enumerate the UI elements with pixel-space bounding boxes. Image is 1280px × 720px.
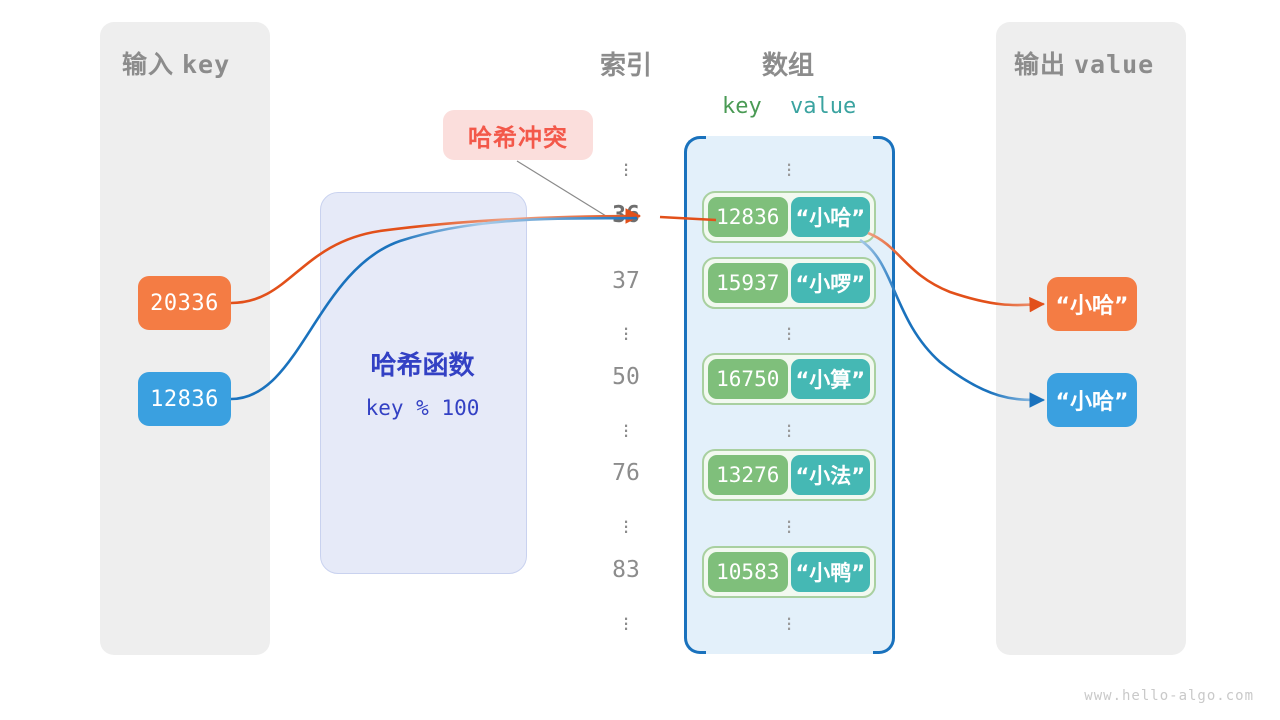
key-column-header: key: [722, 94, 762, 119]
array-ellipsis: ...: [785, 503, 793, 538]
array-bracket-left: [684, 136, 706, 654]
index-column-header: 索引: [599, 50, 652, 80]
entry-key: 16750: [708, 359, 788, 399]
output-panel-title-cjk: 输出: [1014, 51, 1067, 79]
output-value-pill[interactable]: “小哈”: [1047, 277, 1137, 331]
array-entry[interactable]: 15937“小啰”: [702, 257, 876, 309]
input-panel-title: 输入 key: [122, 45, 230, 81]
input-key-pill[interactable]: 12836: [138, 372, 231, 426]
entry-key: 13276: [708, 455, 788, 495]
array-bracket-right: [873, 136, 895, 654]
output-panel-title-mono: value: [1073, 50, 1155, 79]
entry-value: “小哈”: [790, 197, 870, 237]
array-entry[interactable]: 12836“小哈”: [702, 191, 876, 243]
index-ellipsis: ...: [622, 310, 630, 345]
array-entry[interactable]: 16750“小算”: [702, 353, 876, 405]
hash-function-formula: key % 100: [365, 396, 480, 420]
entry-value: “小法”: [790, 455, 870, 495]
entry-key: 15937: [708, 263, 788, 303]
watermark: www.hello-algo.com: [1084, 688, 1254, 704]
array-ellipsis: ...: [785, 310, 793, 345]
hash-function-title: 哈希函数: [370, 350, 475, 380]
array-ellipsis: ...: [785, 407, 793, 442]
input-panel-title-mono: key: [181, 50, 231, 79]
index-ellipsis: ...: [622, 503, 630, 538]
array-ellipsis: ...: [785, 600, 793, 635]
index-label-83: 83: [612, 557, 640, 583]
array-ellipsis: ...: [785, 146, 793, 181]
output-panel-title: 输出 value: [1014, 45, 1154, 81]
index-label-37: 37: [612, 268, 640, 294]
index-label-50: 50: [612, 364, 640, 390]
index-label-36: 36: [612, 202, 640, 228]
array-column-header: 数组: [761, 50, 814, 80]
input-panel-title-cjk: 输入: [122, 51, 175, 79]
index-ellipsis: ...: [622, 600, 630, 635]
hash-function-box: [320, 192, 527, 574]
input-key-pill[interactable]: 20336: [138, 276, 231, 330]
value-column-header: value: [790, 94, 857, 119]
entry-value: “小鸭”: [790, 552, 870, 592]
output-value-pill[interactable]: “小哈”: [1047, 373, 1137, 427]
hash-collision-callout: 哈希冲突: [443, 110, 593, 160]
hash-collision-label: 哈希冲突: [468, 124, 568, 152]
entry-value: “小算”: [790, 359, 870, 399]
array-entry[interactable]: 10583“小鸭”: [702, 546, 876, 598]
index-label-76: 76: [612, 460, 640, 486]
index-ellipsis: ...: [622, 146, 630, 181]
entry-key: 10583: [708, 552, 788, 592]
array-entry[interactable]: 13276“小法”: [702, 449, 876, 501]
output-value-panel: [996, 22, 1186, 655]
entry-key: 12836: [708, 197, 788, 237]
input-key-panel: [100, 22, 270, 655]
index-ellipsis: ...: [622, 407, 630, 442]
entry-value: “小啰”: [790, 263, 870, 303]
